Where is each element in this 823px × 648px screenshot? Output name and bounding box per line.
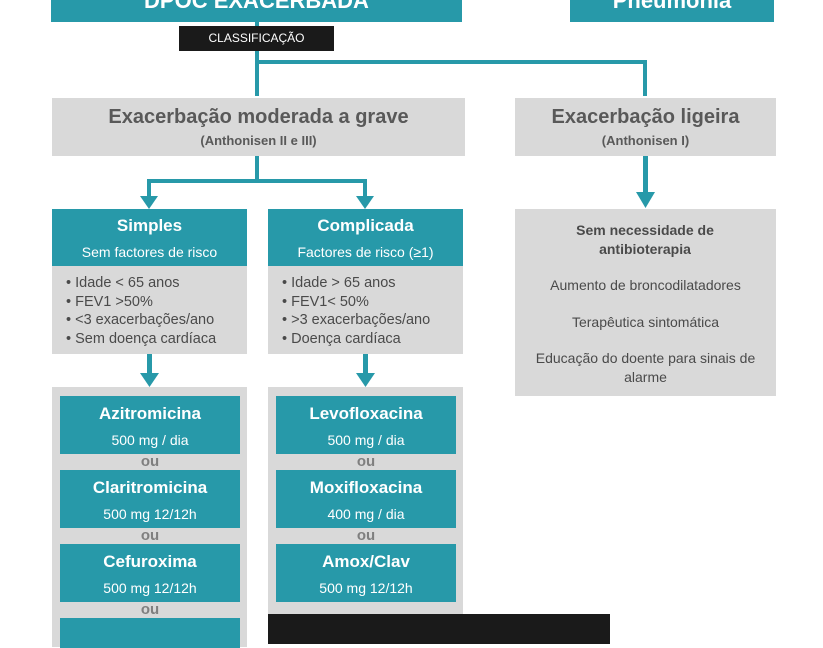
drug-box-cefuroxime: Cefuroxima 500 mg 12/12h [60, 544, 240, 602]
arrow-to-mild-actions [636, 192, 655, 208]
top-box-dpoc: DPOC EXACERBADA [51, 0, 462, 22]
or-label: ou [356, 453, 376, 470]
complicated-criterion: >3 exacerbações/ano [282, 311, 463, 330]
complicated-criteria-list: Idade > 65 anos FEV1< 50% >3 exacerbaçõe… [268, 266, 463, 348]
drug-box-amox-clav: Amox/Clav 500 mg 12/12h [276, 544, 456, 602]
simple-criteria-list: Idade < 65 anos FEV1 >50% <3 exacerbaçõe… [52, 266, 247, 348]
mild-action-item: Aumento de broncodilatadores [550, 277, 741, 293]
connector-simple-down [147, 354, 152, 376]
drug-name: Moxifloxacina [309, 478, 423, 497]
drug-box-cropped [60, 618, 240, 648]
simple-subtitle: Sem factores de risco [81, 244, 218, 260]
or-label: ou [140, 527, 160, 544]
complicated-header: Complicada Factores de risco (≥1) [268, 209, 463, 266]
drug-box-levofloxacin: Levofloxacina 500 mg / dia [276, 396, 456, 454]
simple-header: Simples Sem factores de risco [52, 209, 247, 266]
drug-dose: 500 mg / dia [327, 432, 405, 448]
connector-lines [140, 22, 655, 387]
simple-criterion: FEV1 >50% [66, 293, 247, 312]
complicated-criterion: Idade > 65 anos [282, 274, 463, 293]
drug-name: Claritromicina [92, 478, 208, 497]
complicated-title: Complicada [317, 216, 414, 235]
arrow-to-complicated-drugs [356, 373, 375, 387]
mild-action-item: Terapêutica sintomática [571, 314, 720, 330]
or-label: ou [140, 601, 160, 618]
drug-box-clarithromycin: Claritromicina 500 mg 12/12h [60, 470, 240, 528]
simple-criterion: <3 exacerbações/ano [66, 311, 247, 330]
drug-dose: 500 mg 12/12h [319, 580, 413, 596]
top-box-pneumonia: Pneumonia [570, 0, 774, 22]
or-label: ou [356, 527, 376, 544]
arrow-to-complicated [356, 196, 374, 209]
simple-criterion: Sem doença cardíaca [66, 330, 247, 349]
mild-action-item: Sem necessidade de antibioterapia [576, 222, 714, 257]
mild-subtitle: (Anthonisen I) [601, 133, 690, 148]
drug-dose: 500 mg / dia [111, 432, 189, 448]
or-label: ou [140, 453, 160, 470]
moderate-severe-subtitle: (Anthonisen II e III) [200, 133, 317, 148]
drug-box-moxifloxacin: Moxifloxacina 400 mg / dia [276, 470, 456, 528]
simple-title: Simples [116, 216, 183, 235]
complicated-criterion: FEV1< 50% [282, 293, 463, 312]
connector-complicated-down [363, 354, 368, 376]
drug-name: Levofloxacina [309, 404, 423, 423]
drug-name: Cefuroxima [103, 552, 197, 571]
drug-name: Azitromicina [98, 404, 202, 423]
arrow-to-simple [140, 196, 158, 209]
mild-title: Exacerbação ligeira [551, 106, 740, 128]
mild-box: Exacerbação ligeira (Anthonisen I) [515, 98, 776, 156]
complicated-subtitle: Factores de risco (≥1) [297, 244, 434, 260]
mild-actions-box: Sem necessidade de antibioterapia Aument… [515, 209, 776, 396]
drug-dose: 500 mg 12/12h [103, 580, 197, 596]
top-box-dpoc-label: DPOC EXACERBADA [144, 0, 369, 13]
arrow-to-simple-drugs [140, 373, 159, 387]
connector-mild-down [643, 156, 648, 194]
drug-box-azithromycin: Azitromicina 500 mg / dia [60, 396, 240, 454]
moderate-severe-title: Exacerbação moderada a grave [108, 106, 409, 128]
complicated-criterion: Doença cardíaca [282, 330, 463, 349]
drug-name: Amox/Clav [322, 552, 410, 571]
moderate-severe-box: Exacerbação moderada a grave (Anthonisen… [52, 98, 465, 156]
drug-dose: 400 mg / dia [327, 506, 405, 522]
simple-criteria-box: Idade < 65 anos FEV1 >50% <3 exacerbaçõe… [52, 266, 247, 354]
connector-top-to-mild [257, 60, 647, 96]
mild-action-item: Educação do doente para sinais de alarme [535, 350, 756, 385]
drug-dose: 500 mg 12/12h [103, 506, 197, 522]
simple-criterion: Idade < 65 anos [66, 274, 247, 293]
connector-branch [147, 179, 367, 199]
top-box-pneumonia-label: Pneumonia [612, 0, 732, 13]
classification-label: CLASSIFICAÇÃO [179, 26, 334, 51]
bottom-banner-cropped [268, 614, 610, 644]
complicated-criteria-box: Idade > 65 anos FEV1< 50% >3 exacerbaçõe… [268, 266, 463, 354]
